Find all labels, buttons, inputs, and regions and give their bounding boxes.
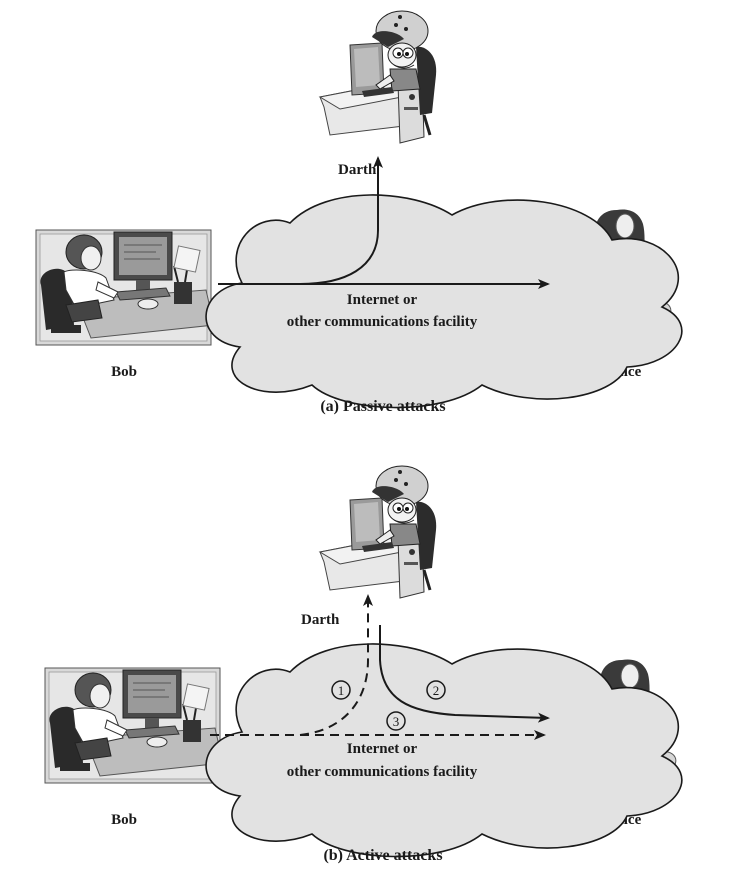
darth-label: Darth — [338, 162, 377, 178]
darth-hacker-icon — [318, 9, 438, 145]
marker-1-circle — [331, 680, 351, 700]
marker-3-circle — [386, 711, 406, 731]
bob-label: Bob — [111, 364, 137, 380]
marker-2-circle — [426, 680, 446, 700]
caption-passive: (a) Passive attacks — [320, 398, 445, 415]
panel-passive-attacks: Darth Bob Alice Internet or other commun… — [35, 9, 683, 415]
panel-active-attacks: Darth Bob Alice Internet or other commun… — [44, 464, 683, 864]
bob-label: Bob — [111, 812, 137, 828]
marker-3-label: 3 — [393, 714, 400, 729]
eavesdrop-arrow — [299, 156, 383, 285]
path-2-arrow — [379, 625, 550, 723]
bob-computer-icon — [35, 229, 215, 346]
caption-active: (b) Active attacks — [323, 847, 442, 864]
marker-1-label: 1 — [338, 683, 345, 698]
marker-2-label: 2 — [433, 683, 440, 698]
darth-label: Darth — [301, 612, 340, 628]
cloud-label-line1: Internet or — [347, 741, 418, 757]
bob-computer-icon — [44, 667, 224, 784]
cloud-label-line1: Internet or — [347, 292, 418, 308]
cloud-label-line2: other communications facility — [287, 764, 478, 780]
cloud-label-line2: other communications facility — [287, 314, 478, 330]
path-1-arrow — [299, 594, 373, 736]
darth-hacker-icon — [318, 464, 438, 600]
